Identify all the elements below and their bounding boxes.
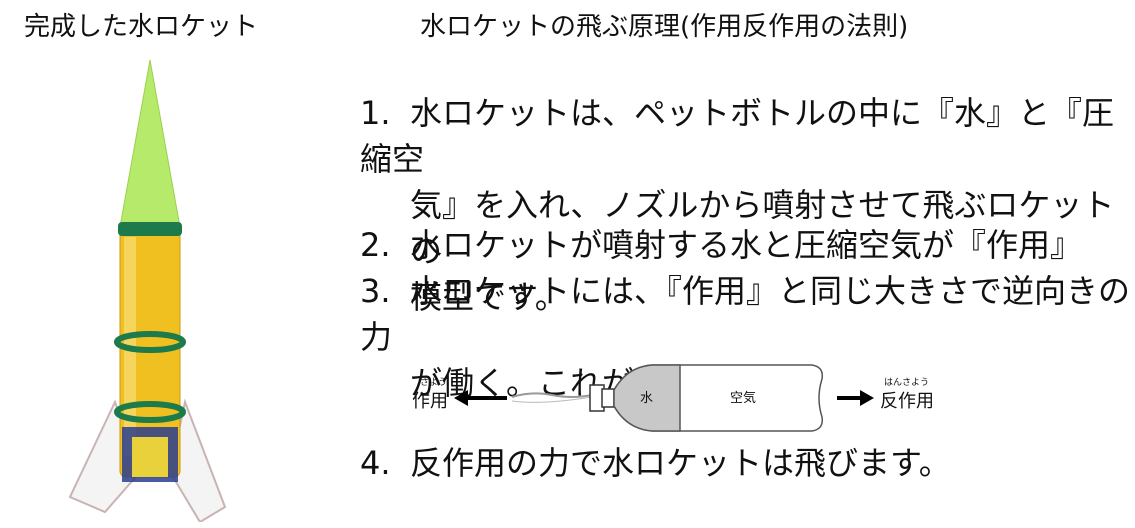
band-middle (114, 331, 186, 353)
reaction-label: 反作用 (880, 391, 934, 412)
action-label: 作用 (412, 391, 448, 412)
item-1: 1.水ロケットは、ペットボトルの中に『水』と『圧縮空 気』を入れ、ノズルから噴射… (360, 94, 1115, 316)
right-title: 水ロケットの飛ぶ原理(作用反作用の法則) (420, 12, 909, 42)
band-lower (114, 401, 186, 423)
water-region (613, 364, 681, 432)
item-4: 4.反作用の力で水ロケットは飛びます。 (360, 444, 951, 482)
left-ruby: さよう (420, 378, 448, 388)
item-2: 2.水ロケットが噴射する水と圧縮空気が『作用』 (360, 226, 1083, 264)
band-top (118, 222, 182, 236)
air-label: 空気 (730, 391, 757, 406)
action-reaction-diagram: さよう 作用 水 空気 はんさよう 反作用 (412, 355, 942, 445)
water-rocket-photo (68, 59, 227, 522)
right-ruby: はんさよう (884, 378, 930, 388)
left-title: 完成した水ロケット (24, 12, 259, 42)
left-arrow-head (454, 390, 468, 406)
water-label: 水 (640, 391, 654, 406)
bottle-diagram-svg (454, 364, 874, 432)
right-arrow-head (860, 390, 874, 406)
nose-cone (119, 59, 181, 228)
